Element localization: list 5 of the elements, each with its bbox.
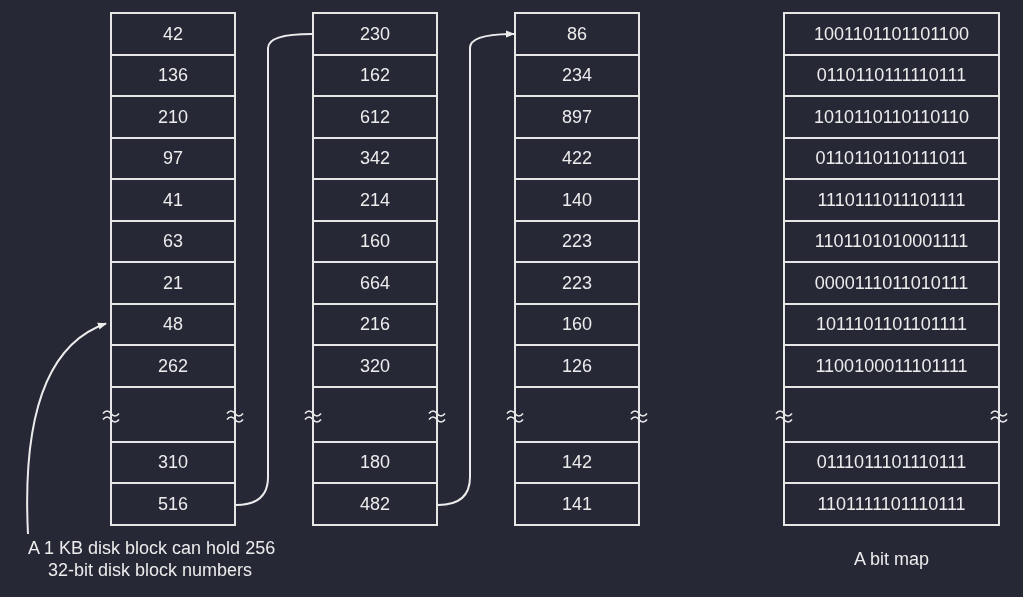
arrow bbox=[26, 322, 107, 535]
connector-line bbox=[235, 33, 313, 506]
caption-text: A bit map bbox=[852, 548, 930, 570]
caption-text: A 1 KB disk block can hold 256 32-bit disk block numbers bbox=[24, 537, 296, 581]
arrow bbox=[437, 30, 515, 506]
